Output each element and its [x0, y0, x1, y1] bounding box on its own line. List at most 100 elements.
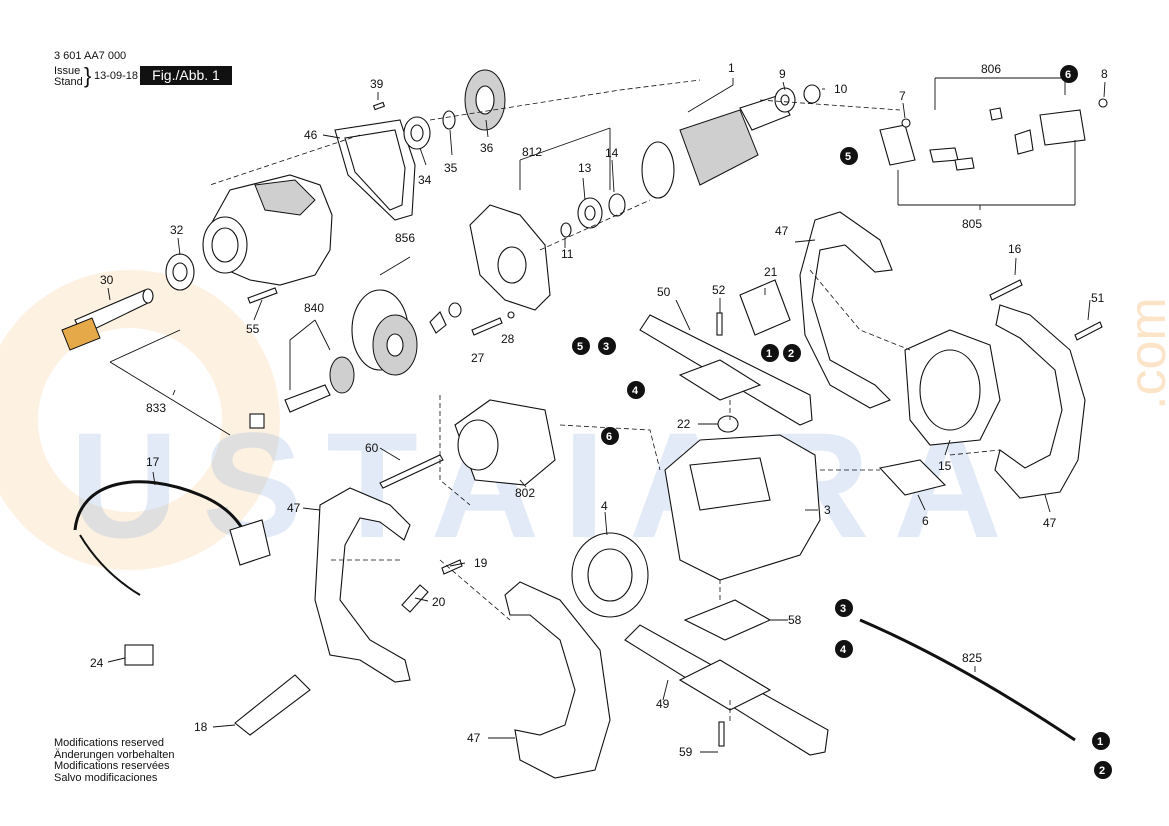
label-4: 4: [601, 499, 608, 513]
svg-text:6: 6: [606, 431, 612, 443]
label-812: 812: [522, 145, 542, 159]
brace: }: [84, 63, 92, 88]
handle-47-right: [994, 304, 1086, 499]
bubble-2-switch: 2: [783, 344, 801, 362]
svg-text:1: 1: [766, 348, 772, 360]
label-18: 18: [194, 720, 208, 734]
label-13: 13: [578, 161, 592, 175]
doc-number: 3 601 AA7 000: [54, 50, 127, 62]
intermediate-shaft-840: [249, 356, 355, 429]
label-27: 27: [471, 351, 485, 365]
bubble-3-field: 3: [598, 337, 616, 355]
motor-housing-15: [904, 329, 1001, 446]
plug-17: [229, 519, 271, 566]
bearing-9: [774, 87, 796, 113]
screw-55: [247, 287, 278, 304]
bearing-13: [577, 197, 603, 229]
stand-label: Stand: [54, 76, 83, 88]
screw-52: [716, 312, 723, 336]
label-35: 35: [444, 161, 458, 175]
label-15: 15: [938, 459, 952, 473]
cable-17-end: [79, 534, 141, 596]
label-833: 833: [146, 401, 166, 415]
circlip-35: [442, 110, 456, 130]
note-fr: Modifications reservées: [54, 760, 170, 772]
bubble-1-switch: 1: [761, 344, 779, 362]
bubble-6-field: 6: [601, 427, 619, 445]
bearing-flange-812: [429, 204, 551, 334]
bubble-1-cable: 1: [1092, 732, 1110, 750]
label-28: 28: [501, 332, 515, 346]
gasket-58: [683, 599, 772, 641]
bushing-833: [249, 413, 265, 429]
label-9: 9: [779, 67, 786, 81]
label-51: 51: [1091, 291, 1105, 305]
svg-text:5: 5: [577, 341, 583, 353]
label-11: 11: [561, 247, 574, 261]
svg-text:4: 4: [632, 385, 639, 397]
clamp-4: [571, 532, 649, 618]
label-47-b: 47: [1043, 516, 1057, 530]
label-21: 21: [764, 265, 778, 279]
label-50: 50: [657, 285, 671, 299]
label-20: 20: [432, 595, 446, 609]
label-825: 825: [962, 651, 982, 665]
label-840: 840: [304, 301, 324, 315]
note-de: Änderungen vorbehalten: [54, 748, 175, 761]
ring-10: [803, 84, 821, 104]
gear-856: [351, 289, 418, 376]
label-14: 14: [605, 146, 619, 160]
label-806: 806: [981, 62, 1001, 76]
motor-housing-3: [664, 434, 821, 581]
bearing-32: [165, 253, 195, 291]
gear-housing: [202, 174, 333, 286]
label-59: 59: [679, 745, 693, 759]
svg-text:6: 6: [1065, 69, 1071, 81]
dashed-assembly-lines: [209, 79, 1001, 722]
issue-date: 13-09-18: [94, 70, 139, 82]
label-47-c: 47: [287, 501, 301, 515]
modification-notes: Modifications reserved Änderungen vorbeh…: [54, 737, 175, 784]
label-802: 802: [515, 486, 535, 500]
label-6: 6: [922, 514, 929, 528]
label-47-a: 47: [775, 224, 789, 238]
label-36: 36: [480, 141, 494, 155]
svg-text:2: 2: [788, 348, 794, 360]
gasket-46: [334, 119, 416, 221]
label-46: 46: [304, 128, 318, 142]
label-22: 22: [677, 417, 691, 431]
bubble-5-brush: 5: [840, 147, 858, 165]
bearing-34: [403, 116, 431, 150]
svg-text:3: 3: [603, 341, 609, 353]
label-34: 34: [418, 173, 432, 187]
screw-19: [441, 559, 463, 575]
label-17: 17: [146, 455, 160, 469]
bubble-4-cable: 4: [835, 640, 853, 658]
screw-27: [471, 317, 503, 336]
label-856: 856: [395, 231, 415, 245]
handle-47-top: [799, 211, 893, 409]
svg-text:5: 5: [845, 151, 851, 163]
label-49: 49: [656, 697, 670, 711]
screw-60: [379, 454, 444, 489]
washer-28: [507, 311, 515, 319]
label-39: 39: [370, 77, 384, 91]
label-24: 24: [90, 656, 104, 670]
label-7: 7: [899, 89, 906, 103]
screw-59: [718, 721, 725, 747]
label-10: 10: [834, 82, 848, 96]
issue-label: Issue: [54, 65, 81, 77]
svg-text:3: 3: [840, 603, 846, 615]
label-60: 60: [365, 441, 379, 455]
label-47-d: 47: [467, 731, 481, 745]
label-32: 32: [170, 223, 184, 237]
bubble-6-brush: 6: [1060, 65, 1078, 83]
spindle-30: [61, 288, 154, 351]
pin-39: [372, 101, 386, 111]
washer-11: [560, 222, 572, 238]
screw-51: [1074, 321, 1103, 341]
armature-1: [641, 94, 791, 199]
clamp-20: [401, 584, 429, 613]
